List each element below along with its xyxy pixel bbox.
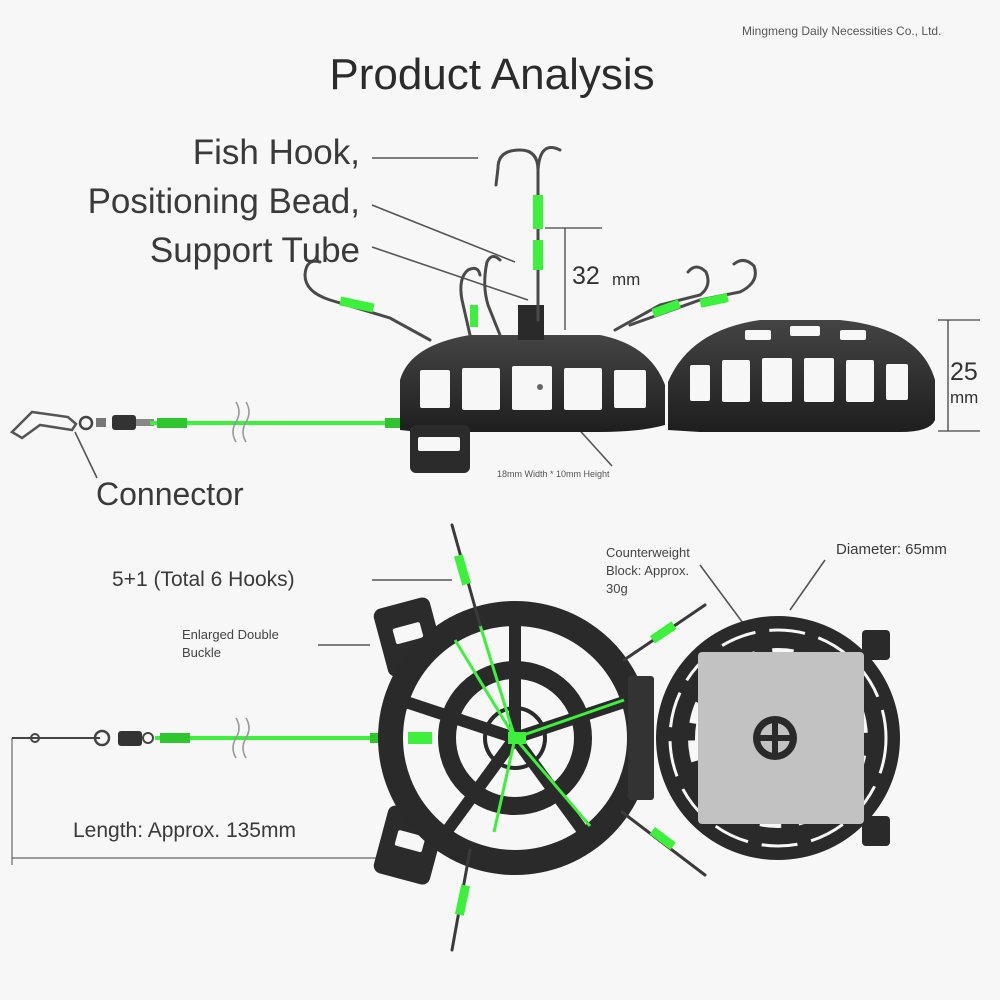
label-window-size: 18mm Width * 10mm Height [497,469,610,479]
right-cage-side-view [668,320,935,432]
label-positioning-bead: Positioning Bead, [87,182,360,221]
dimension-32mm [545,227,602,330]
label-buckle-line1: Enlarged Double [182,627,279,642]
top-connector-assembly [9,401,411,443]
company-name: Mingmeng Daily Necessities Co., Ltd. [742,24,942,38]
top-hook-beads [339,195,729,327]
bottom-hook-beads [454,554,677,916]
label-connector: Connector [96,476,244,512]
label-counterweight-line2: Block: Approx. [606,563,690,578]
label-counterweight-line3: 30g [606,581,628,596]
left-cage-side-view [400,305,665,473]
label-fish-hook: Fish Hook, [192,133,360,172]
label-support-tube: Support Tube [149,231,360,270]
label-length: Length: Approx. 135mm [73,819,296,842]
top-hooks [303,146,757,342]
label-buckle-line2: Buckle [182,645,222,660]
label-counterweight-line1: Counterweight [606,545,690,560]
left-cage-top-view [373,597,654,885]
page-title: Product Analysis [329,50,655,99]
dimension-25mm [938,319,980,432]
right-cage-top-view [656,616,900,860]
label-hooks-total: 5+1 (Total 6 Hooks) [112,568,295,591]
hook-height-value: 32 [572,262,600,290]
hook-height-unit: mm [612,270,641,289]
cage-height-unit: mm [950,388,979,407]
cage-height-value: 25 [950,358,978,386]
dimension-length [11,738,394,865]
label-diameter: Diameter: 65mm [836,541,947,558]
